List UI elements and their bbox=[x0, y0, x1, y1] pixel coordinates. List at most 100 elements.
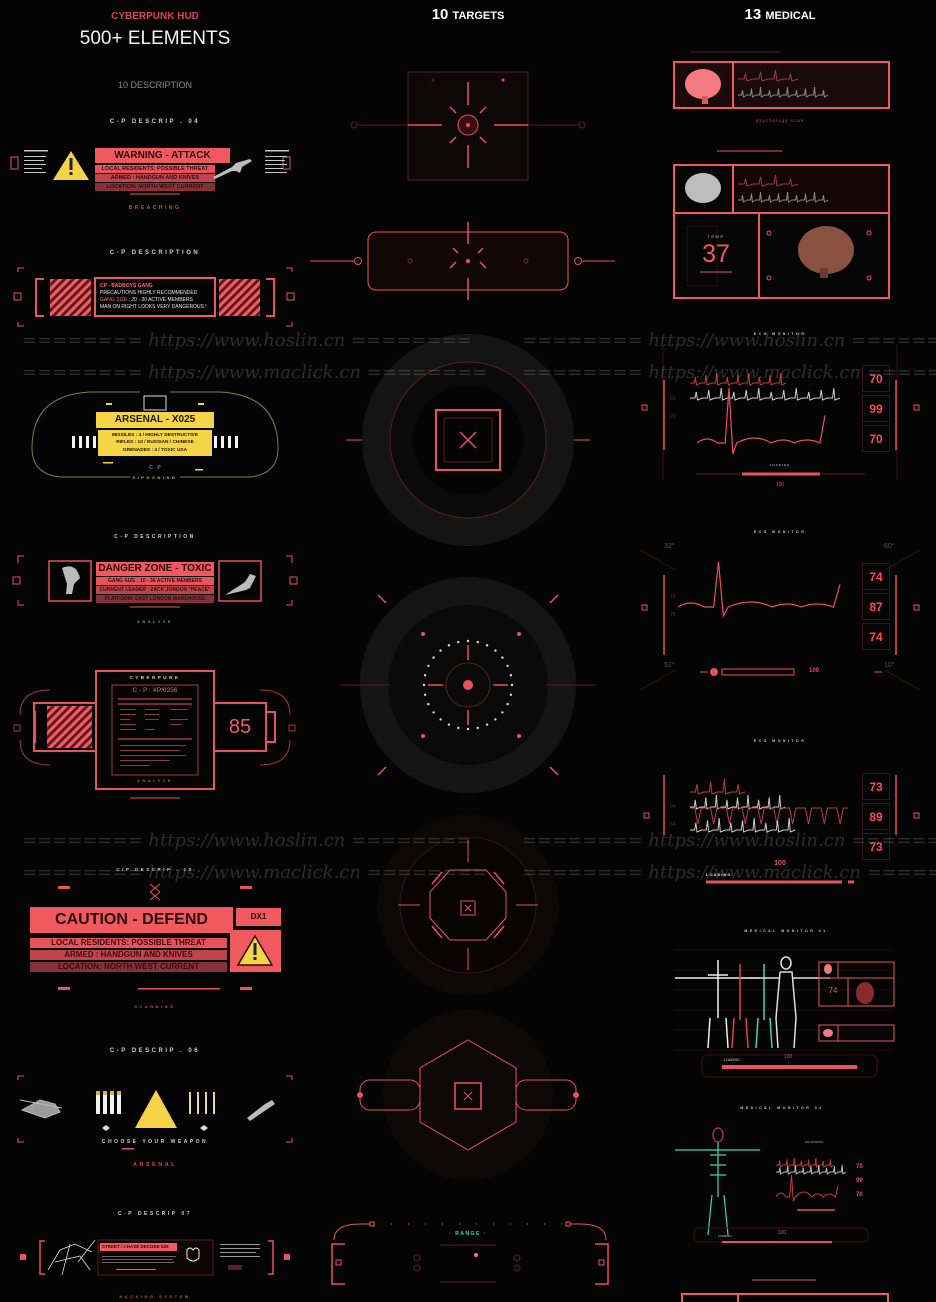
danger-rows: GANG SIZE : 10 - 30 ACTIVE MEMBERS CURRE… bbox=[96, 576, 214, 603]
target-square-reticle bbox=[350, 71, 586, 181]
vitals-stack: 73 89 73 bbox=[862, 773, 890, 860]
vital-value: 99 bbox=[862, 395, 890, 422]
cyber-top-label: CYBERPUNK bbox=[129, 675, 181, 680]
cyber-value: 85 bbox=[228, 716, 252, 738]
monitor-title: MEDICAL MONITOR 01 bbox=[744, 929, 828, 933]
ecg-trace bbox=[776, 1157, 835, 1168]
target-hexagon bbox=[357, 1010, 579, 1180]
vital-value: 87 bbox=[862, 593, 890, 620]
arsenal-row: MISSILES : 4 / HIGHLY DESTRUCTIVE bbox=[111, 432, 199, 438]
scale-label: 54 bbox=[670, 822, 676, 828]
ecg-trace bbox=[776, 1164, 847, 1175]
brain-scan-panel bbox=[673, 51, 890, 152]
loading-label: LOADING bbox=[769, 463, 791, 467]
vital-value: 73 bbox=[862, 773, 890, 800]
scale-label: 20 bbox=[670, 414, 676, 420]
heartbeat-trace bbox=[677, 561, 841, 619]
description-count: 10 DESCRIPTION bbox=[117, 80, 193, 90]
panel-footer: ANALYZE bbox=[136, 778, 174, 783]
ecg-monitor-2 bbox=[639, 549, 921, 691]
vital-value: 74 bbox=[862, 623, 890, 650]
hatched-panel bbox=[219, 279, 260, 316]
ecg-trace bbox=[690, 387, 841, 401]
header-title: 500+ ELEMENTS bbox=[79, 28, 231, 49]
ring-tick bbox=[494, 718, 497, 721]
brain-icon bbox=[685, 173, 721, 203]
body-figures-icon bbox=[675, 956, 830, 1049]
target-octagon bbox=[378, 815, 558, 995]
angle-label: 60° bbox=[884, 543, 895, 550]
medical-header: 13 MEDICAL bbox=[745, 6, 816, 23]
watermark: ======== https://www.hoslin.cn ======== bbox=[522, 330, 936, 351]
ring-tick bbox=[476, 640, 479, 644]
hatched-panel bbox=[47, 706, 92, 748]
tick-ring bbox=[422, 639, 514, 731]
gang-size-label: GANG SIZE bbox=[100, 297, 128, 303]
panel-frame bbox=[17, 1075, 293, 1150]
arsenal-crate-icon bbox=[143, 395, 167, 411]
target-dotted-ring bbox=[340, 577, 596, 793]
warning-triangle-icon bbox=[53, 151, 89, 180]
watermark: ======== https://www.maclick.cn ======== bbox=[522, 362, 936, 383]
gang-line: MAN ON RIGHT LOOKS VERY DANGEROUS ! bbox=[100, 304, 207, 310]
panel-frame bbox=[10, 150, 291, 195]
panel-label: C-P DESCRIPTION bbox=[114, 534, 196, 540]
ring-tick bbox=[439, 649, 442, 652]
helicopter-icon bbox=[19, 1099, 63, 1119]
vital-value: 70 bbox=[856, 1192, 863, 1198]
ecg-trace bbox=[690, 778, 746, 795]
hatched-panel bbox=[50, 279, 91, 316]
missile-icons bbox=[72, 436, 238, 448]
warning-triangle-icon bbox=[135, 1090, 177, 1128]
loading-label: LOADING bbox=[724, 1058, 740, 1062]
ecg-monitor-1 bbox=[641, 345, 920, 480]
monitor-title: MEDICAL MONITOR 04 bbox=[740, 1106, 824, 1110]
warning-triangle-icon bbox=[236, 934, 274, 966]
ring-tick bbox=[432, 656, 435, 659]
panel-frame bbox=[13, 267, 295, 327]
medical-count: 13 bbox=[744, 6, 762, 23]
ring-tick bbox=[485, 723, 489, 726]
ecg-trace bbox=[738, 86, 829, 98]
watermark: ======== https://www.maclick.cn ======== bbox=[22, 862, 488, 883]
ecg-trace bbox=[690, 817, 796, 833]
cyber-id: C - P : XP/0256 bbox=[132, 687, 178, 694]
header-subtitle: CYBERPUNK HUD bbox=[111, 11, 199, 22]
heart-small-icon bbox=[824, 964, 832, 974]
target-circle-cross bbox=[346, 334, 590, 546]
arsenal-details: MISSILES : 4 / HIGHLY DESTRUCTIVE RIFLES… bbox=[98, 430, 212, 456]
gang-name: CP - BADBOYS GANG bbox=[100, 283, 153, 289]
ecg-trace bbox=[738, 174, 799, 187]
progress-value: 100 bbox=[774, 860, 786, 867]
ring-tick bbox=[506, 702, 509, 706]
nervous-system-icon bbox=[675, 1127, 760, 1236]
rifle-icon bbox=[247, 1100, 275, 1121]
ring-tick bbox=[423, 693, 427, 696]
medical-label: MEDICAL bbox=[765, 10, 816, 22]
bullet-icons bbox=[96, 1094, 121, 1114]
ring-tick bbox=[432, 711, 435, 714]
ecg-title: ECG MONITOR bbox=[753, 739, 807, 743]
caution-row: LOCAL RESIDENTS: POSSIBLE THREAT bbox=[30, 938, 227, 948]
hack-title: STREET / CHASE DECODE 025 bbox=[100, 1243, 177, 1251]
ring-tick bbox=[506, 664, 509, 668]
progress-value: 100 bbox=[777, 1230, 787, 1236]
target-range-bar bbox=[331, 1221, 609, 1285]
ring-tick bbox=[501, 656, 504, 659]
targets-header: 10 TARGETS bbox=[432, 6, 505, 23]
rifle-icon bbox=[225, 574, 256, 595]
warning-row: ARMED : HANDGUN AND KNIVES bbox=[95, 174, 215, 182]
heartbeat-trace bbox=[775, 1174, 839, 1202]
crosshair-icon bbox=[149, 883, 161, 901]
vitals-stack: 70 99 70 bbox=[856, 1160, 863, 1202]
panel-footer: ARSENAL bbox=[132, 1162, 178, 1168]
caution-title: CAUTION - DEFEND bbox=[30, 907, 233, 933]
temp-value: 37 bbox=[702, 240, 730, 268]
scale-label: 60 bbox=[670, 396, 676, 402]
warning-row: LOCATION: NORTH WEST CURRENT bbox=[95, 183, 215, 191]
monitor-subtitle: ECG MONITOR bbox=[805, 1141, 823, 1144]
gang-info-box: CP - BADBOYS GANG PRECAUTIONS HIGHLY REC… bbox=[94, 277, 216, 317]
watermark: ======== https://www.hoslin.cn ======== bbox=[522, 830, 936, 851]
heartbeat-trace bbox=[696, 387, 826, 455]
map-icon bbox=[47, 1239, 96, 1276]
